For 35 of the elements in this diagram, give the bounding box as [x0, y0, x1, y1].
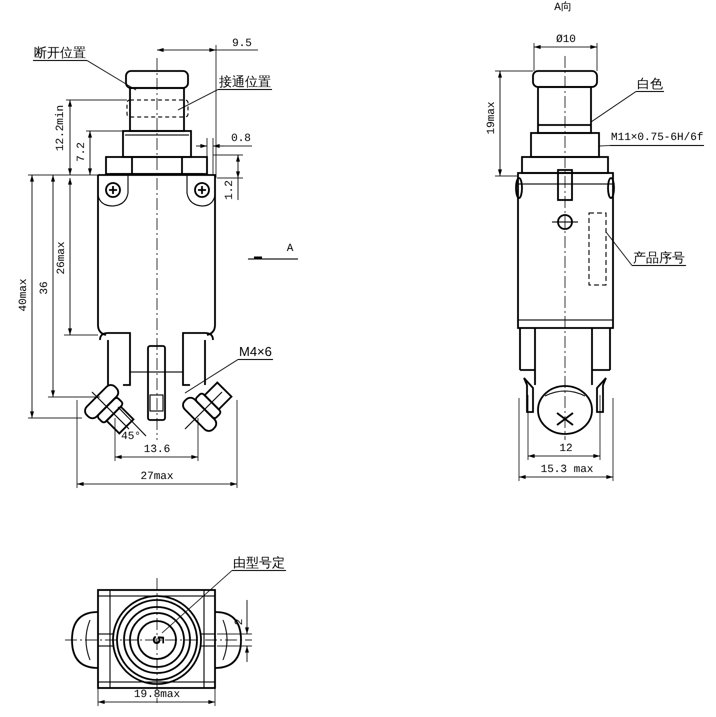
- label-area: [588, 212, 606, 286]
- view-label: A: [286, 243, 294, 255]
- callout-label: 由型号定: [232, 556, 286, 571]
- leader-line: [184, 359, 238, 394]
- marking-text: 5: [149, 634, 165, 646]
- leader-line: [178, 89, 218, 110]
- dimension-text: 15.3 max: [540, 464, 594, 476]
- view-title: A向: [554, 2, 572, 14]
- dimension-text: 9.5: [232, 38, 252, 50]
- leader-line: [86, 60, 136, 90]
- leader-line: [598, 145, 610, 146]
- dimension-text: 40max: [18, 278, 30, 312]
- button-stem: [537, 86, 592, 134]
- threaded-bushing: [530, 132, 600, 158]
- dimension-text: 0.8: [231, 133, 251, 145]
- dimension-text: 13.6: [144, 444, 170, 456]
- callout-label: 断开位置: [33, 46, 87, 61]
- dimension-text: 36: [39, 281, 51, 295]
- dimension-text: 27max: [140, 471, 174, 483]
- dimension-text: 45°: [121, 431, 141, 443]
- callout-label: 白色: [636, 77, 664, 92]
- dimension-text: 26max: [56, 242, 68, 274]
- dimension-text: Ø10: [556, 34, 576, 46]
- callout-label: 接通位置: [218, 75, 272, 90]
- callout-label: M4×6: [238, 345, 273, 360]
- dimension-text: 19.8max: [134, 689, 180, 701]
- dimension-text: 19max: [486, 102, 498, 134]
- dimension-text: 12: [559, 443, 573, 455]
- dimension-text: 1.2: [224, 180, 236, 200]
- dimension-text: 12.2min: [55, 104, 67, 152]
- dimension-text: 7.2: [76, 142, 88, 162]
- callout-label: M11×0.75-6H/6f: [610, 131, 704, 146]
- callout-label: 产品序号: [632, 251, 686, 266]
- leader-line: [162, 570, 232, 634]
- leader-line: [590, 91, 636, 122]
